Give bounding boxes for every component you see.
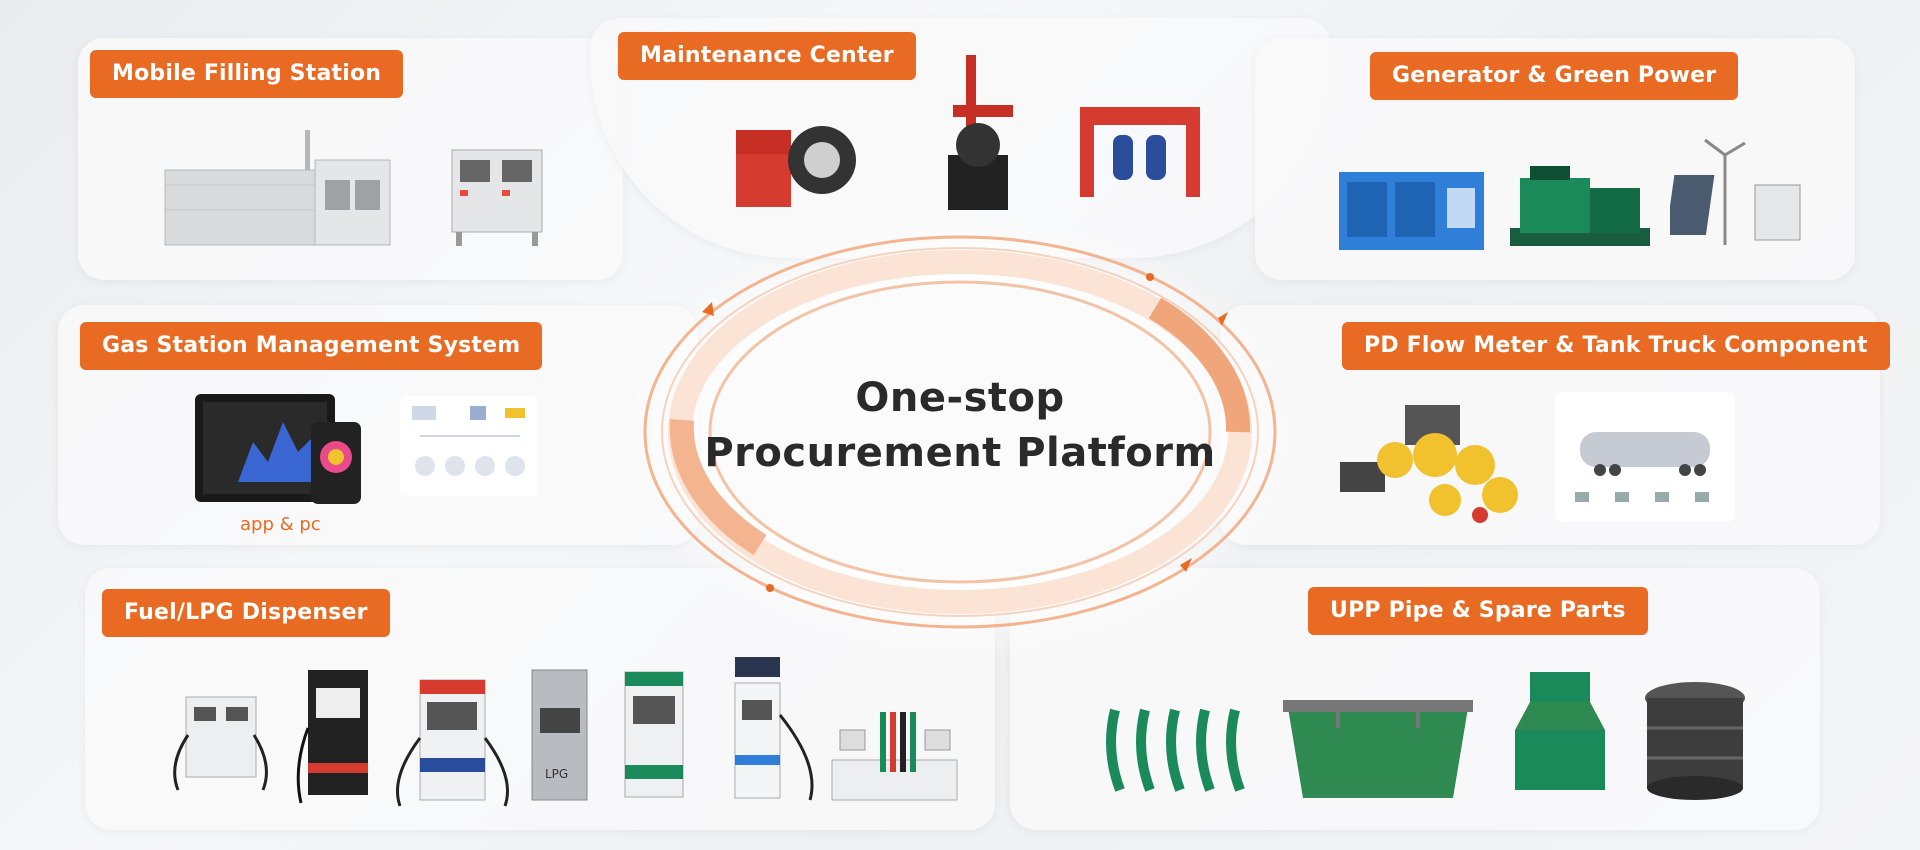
tank-truck-diagram-image <box>1555 392 1735 522</box>
upp-pipes-image <box>1106 708 1245 792</box>
tag-pd-flow-meter[interactable]: PD Flow Meter & Tank Truck Component <box>1342 322 1890 370</box>
svg-text:LPG: LPG <box>545 767 568 781</box>
flow-meter-image <box>1340 405 1518 523</box>
mobile-tank-image <box>164 130 391 246</box>
dispenser-3-image <box>396 679 509 807</box>
app-pc-caption: app & pc <box>240 514 321 535</box>
car-wash-image <box>1080 107 1200 197</box>
lpg-dispenser-image: LPG <box>531 669 588 801</box>
tag-fuel-lpg-dispenser[interactable]: Fuel/LPG Dispenser <box>102 589 390 637</box>
diesel-generator-image <box>1510 166 1650 246</box>
wheel-balancer-image <box>736 126 856 207</box>
tag-mobile-filling-station[interactable]: Mobile Filling Station <box>90 50 404 98</box>
tag-generator-green-power[interactable]: Generator & Green Power <box>1370 52 1739 100</box>
generator-blue-image <box>1339 172 1484 250</box>
tire-changer-image <box>948 55 1013 210</box>
dispenser-5-image <box>624 671 684 798</box>
multi-nozzle-dispenser-image <box>831 712 958 801</box>
dispenser-1-image <box>173 696 268 791</box>
dispenser-2-image <box>296 670 368 804</box>
wind-solar-kit-image <box>1670 138 1801 245</box>
solar-dispenser-image <box>734 657 814 801</box>
arrow-dot-top <box>1146 273 1154 281</box>
sump-riser-image <box>1515 672 1605 790</box>
tag-gas-station-management[interactable]: Gas Station Management System <box>80 322 543 370</box>
arrow-left-icon <box>702 302 714 316</box>
center-title-line2: Procurement Platform <box>704 430 1216 476</box>
tablet-app-image <box>195 394 361 504</box>
tag-upp-pipe-spare-parts[interactable]: UPP Pipe & Spare Parts <box>1308 587 1648 635</box>
system-diagram-image <box>400 396 538 496</box>
tag-maintenance-center[interactable]: Maintenance Center <box>618 32 916 80</box>
manhole-cover-image <box>1645 682 1745 800</box>
mobile-dispenser-image <box>451 149 543 246</box>
center-title-line1: One-stop <box>855 375 1065 421</box>
sump-box-image <box>1283 700 1473 798</box>
